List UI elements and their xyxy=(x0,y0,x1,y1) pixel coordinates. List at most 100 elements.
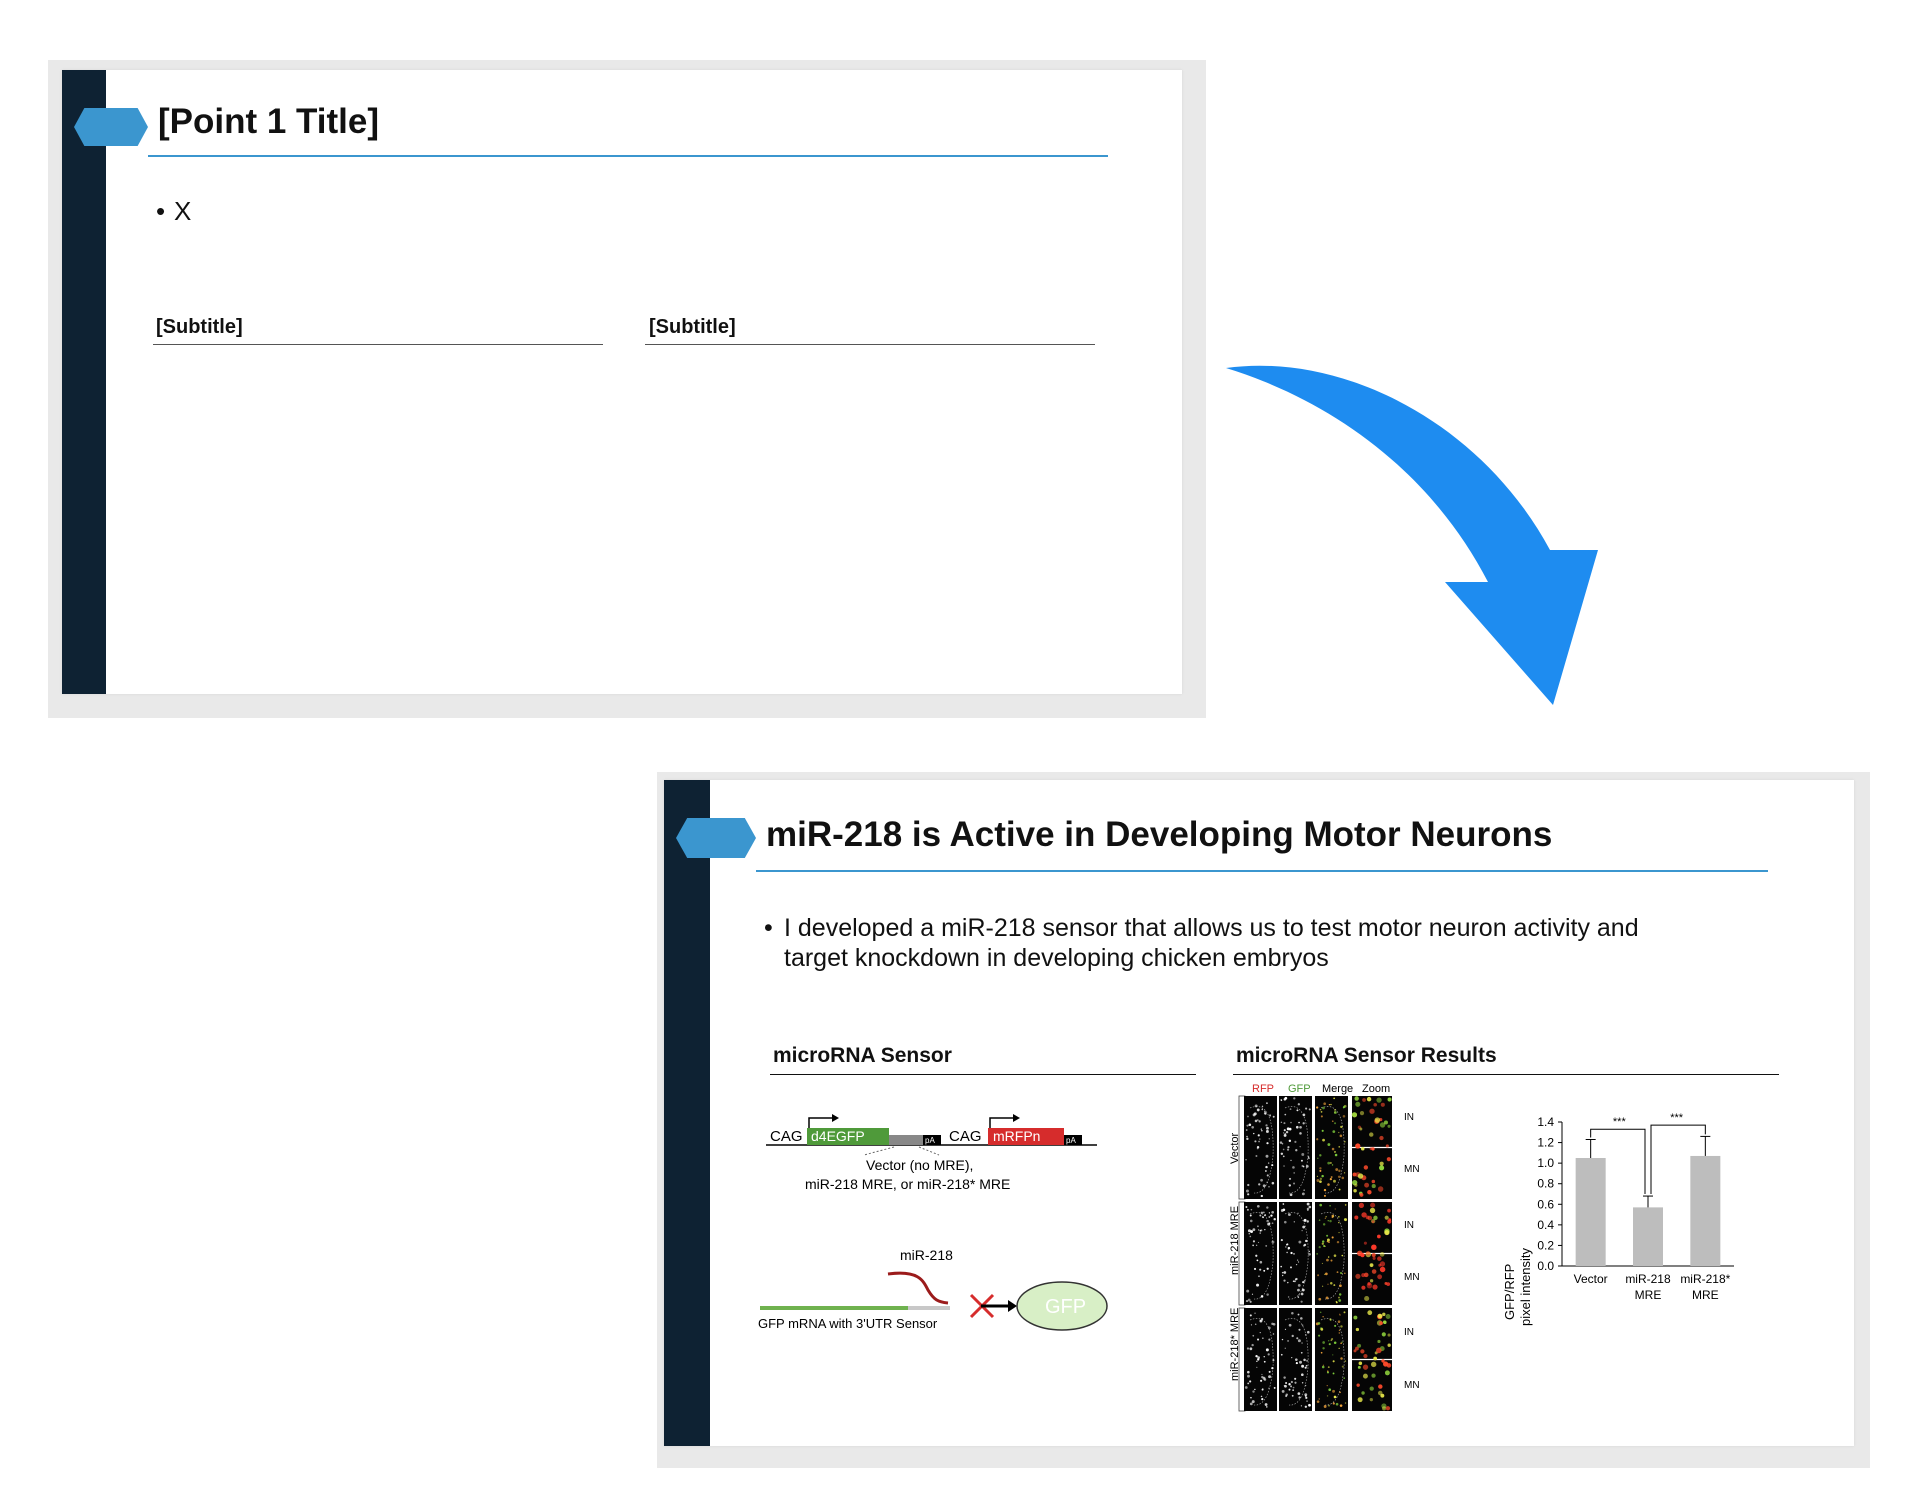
cell-dot xyxy=(1288,1382,1291,1386)
cell-dot xyxy=(1308,1205,1312,1209)
cell-dot xyxy=(1379,1252,1385,1257)
cell-dot xyxy=(1342,1115,1346,1118)
cell-dot xyxy=(1301,1164,1304,1168)
cell-dot xyxy=(1252,1240,1256,1243)
transition-arrow-icon xyxy=(1226,365,1598,705)
cell-dot xyxy=(1256,1147,1259,1150)
cell-dot xyxy=(1266,1293,1269,1296)
cell-dot xyxy=(1358,1202,1365,1208)
cell-dot xyxy=(1301,1192,1305,1196)
cell-dot xyxy=(1296,1337,1299,1340)
bullet-item: • X xyxy=(156,196,191,226)
cell-dot xyxy=(1249,1214,1252,1217)
cell-dot xyxy=(1280,1152,1284,1156)
cell-dot xyxy=(1255,1244,1258,1247)
cell-dot xyxy=(1254,1312,1256,1314)
cell-dot xyxy=(1379,1122,1386,1128)
cell-dot xyxy=(1387,1343,1391,1347)
cell-dot xyxy=(1297,1261,1300,1263)
cell-dot xyxy=(1338,1145,1341,1148)
cell-dot xyxy=(1353,1315,1358,1320)
gfp-output-label: GFP xyxy=(1045,1296,1086,1318)
cell-dot xyxy=(1302,1122,1305,1125)
cell-dot xyxy=(1386,1157,1391,1162)
cell-dot xyxy=(1301,1373,1304,1377)
cell-dot xyxy=(1293,1182,1296,1185)
cell-dot xyxy=(1338,1332,1341,1334)
x-tick-label: miR-218 xyxy=(1625,1272,1671,1286)
subtitle-left-underline xyxy=(153,344,603,345)
cell-dot xyxy=(1290,1121,1292,1124)
cell-dot xyxy=(1280,1121,1283,1123)
cell-dot xyxy=(1271,1164,1274,1167)
mre-box xyxy=(889,1135,923,1145)
cell-dot xyxy=(1335,1301,1338,1304)
cell-dot xyxy=(1355,1346,1359,1351)
cell-dot xyxy=(1338,1231,1340,1234)
cell-dot xyxy=(1322,1347,1325,1350)
cell-dot xyxy=(1363,1241,1367,1245)
hexagon-marker-icon xyxy=(74,108,148,146)
cell-dot xyxy=(1258,1120,1261,1123)
title-underline xyxy=(756,870,1768,872)
cell-dot xyxy=(1367,1190,1372,1195)
cell-dot xyxy=(1339,1134,1343,1138)
cell-dot xyxy=(1247,1382,1250,1385)
cell-dot xyxy=(1318,1297,1322,1301)
cell-dot xyxy=(1283,1122,1286,1125)
tissue-outline xyxy=(1320,1318,1345,1406)
cell-dot xyxy=(1249,1235,1252,1238)
cell-dot xyxy=(1360,1146,1365,1151)
cell-dot xyxy=(1379,1261,1386,1267)
filled-slide[interactable]: miR-218 is Active in Developing Motor Ne… xyxy=(664,780,1854,1446)
cell-dot xyxy=(1267,1222,1271,1226)
zoom-label: IN xyxy=(1404,1112,1414,1123)
slide-sidebar xyxy=(664,780,710,1446)
cell-dot xyxy=(1247,1374,1250,1378)
cell-dot xyxy=(1334,1122,1337,1125)
cell-dot xyxy=(1379,1321,1383,1325)
cell-dot xyxy=(1361,1212,1367,1218)
cell-dot xyxy=(1260,1194,1263,1198)
significance-label: *** xyxy=(1613,1116,1627,1128)
cell-dot xyxy=(1304,1384,1307,1387)
template-slide[interactable]: [Point 1 Title] • X [Subtitle] [Subtitle… xyxy=(62,70,1182,694)
cell-dot xyxy=(1377,1339,1381,1344)
cell-dot xyxy=(1327,1183,1330,1186)
cell-dot xyxy=(1280,1099,1283,1102)
cell-dot xyxy=(1294,1278,1297,1281)
cell-dot xyxy=(1288,1184,1292,1187)
cell-dot xyxy=(1301,1382,1304,1384)
cell-dot xyxy=(1380,1393,1385,1398)
cell-dot xyxy=(1299,1132,1302,1135)
cell-dot xyxy=(1297,1339,1301,1343)
cell-dot xyxy=(1303,1280,1306,1282)
cell-dot xyxy=(1291,1312,1294,1315)
x-tick-label: Vector xyxy=(1574,1272,1608,1286)
cell-dot xyxy=(1267,1162,1270,1164)
cell-dot xyxy=(1254,1388,1256,1391)
cell-dot xyxy=(1262,1337,1264,1339)
cell-dot xyxy=(1333,1150,1337,1153)
x-tick-label: miR-218* xyxy=(1680,1272,1730,1286)
tissue-outline xyxy=(1284,1212,1309,1300)
cell-dot xyxy=(1344,1141,1346,1143)
cell-dot xyxy=(1265,1165,1268,1169)
cell-dot xyxy=(1296,1109,1299,1112)
y-tick-label: 1.4 xyxy=(1537,1115,1554,1129)
pa-box-1 xyxy=(923,1135,941,1145)
cell-dot xyxy=(1331,1147,1335,1151)
cell-dot xyxy=(1293,1221,1295,1223)
cell-dot xyxy=(1254,1323,1257,1326)
cell-dot xyxy=(1288,1388,1291,1391)
cell-dot xyxy=(1300,1159,1303,1162)
cell-dot xyxy=(1317,1157,1319,1160)
cell-dot xyxy=(1265,1244,1268,1247)
cell-dot xyxy=(1252,1228,1256,1232)
micrograph-cell xyxy=(1244,1202,1277,1305)
cell-dot xyxy=(1327,1143,1331,1146)
cell-dot xyxy=(1294,1377,1297,1380)
cell-dot xyxy=(1269,1114,1271,1117)
cell-dot xyxy=(1362,1373,1368,1379)
cell-dot xyxy=(1332,1402,1335,1405)
